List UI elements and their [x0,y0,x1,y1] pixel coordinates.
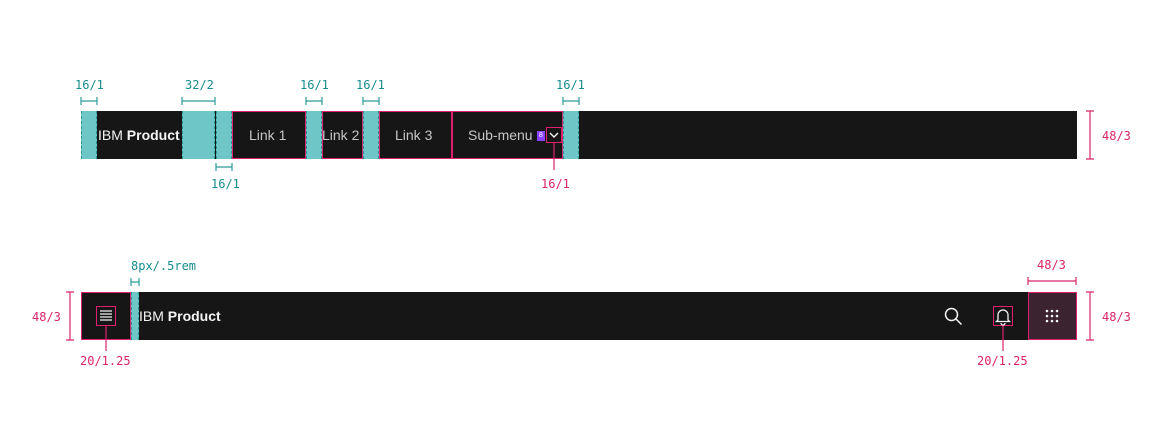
nav-link-2-box [322,111,363,159]
label-divider-padding: 16/1 [211,177,240,191]
link-padding-spacer-a [306,111,322,159]
label-notification-icon-size: 20/1.25 [977,354,1028,368]
brand-gap-spacer-mobile [131,292,139,340]
label-link-padding-b: 16/1 [356,78,385,92]
label-brand-gap: 32/2 [185,78,214,92]
label-link-padding-a: 16/1 [300,78,329,92]
hamburger-menu-icon[interactable] [96,306,116,326]
menu-icon-box [96,306,116,326]
nav-link-1-box [232,111,306,159]
link-padding-spacer-b [363,111,379,159]
header-bar-mobile [81,292,1077,340]
brand-name[interactable]: IBM Product [98,111,180,159]
label-bar-height-1: 48/3 [1102,129,1131,143]
app-switcher-icon[interactable] [1042,306,1062,326]
header-bar-desktop [81,111,1077,159]
nav-link-2[interactable]: Link 2 [322,127,360,143]
chevron-down-icon[interactable] [546,127,562,143]
submenu-padding-spacer-edge [563,111,579,159]
brand-padding-spacer [81,111,97,159]
submenu-box [452,111,563,159]
nav-link-3-box [379,111,452,159]
brand-product-mobile: Product [167,308,221,324]
submenu-badge: 8 [537,131,545,141]
label-submenu-padding: 16/1 [556,78,585,92]
label-chevron-size: 16/1 [541,177,570,191]
link-padding-spacer-b-edge [363,111,379,159]
submenu-label[interactable]: Sub-menu [468,127,533,143]
brand-gap-spacer-mobile-edge [131,292,139,340]
brand-gap-spacer [182,111,215,159]
label-bar-height-right: 48/3 [1102,310,1131,324]
label-bar-height-left: 48/3 [32,310,61,324]
label-brand-gap-mobile: 8px/.5rem [131,259,197,273]
link-padding-spacer-a-edge [306,111,322,159]
submenu-chevron-box [546,127,562,143]
label-brand-padding: 16/1 [75,78,104,92]
nav-link-1[interactable]: Link 1 [249,127,287,143]
brand-padding-spacer-edge [81,111,97,159]
divider-padding-spacer [216,111,232,159]
divider-padding-spacer-edge [216,111,232,159]
label-menu-icon-size: 20/1.25 [80,354,131,368]
label-switcher-width: 48/3 [1037,258,1066,272]
brand-product: Product [126,127,180,143]
notification-icon[interactable] [993,306,1013,326]
brand-prefix: IBM [98,127,123,143]
nav-link-3[interactable]: Link 3 [395,127,433,143]
brand-name-mobile[interactable]: IBM Product [139,292,221,340]
brand-gap-spacer-edge [182,111,215,159]
submenu-padding-spacer [563,111,579,159]
brand-prefix-mobile: IBM [139,308,164,324]
search-icon[interactable] [943,306,963,326]
